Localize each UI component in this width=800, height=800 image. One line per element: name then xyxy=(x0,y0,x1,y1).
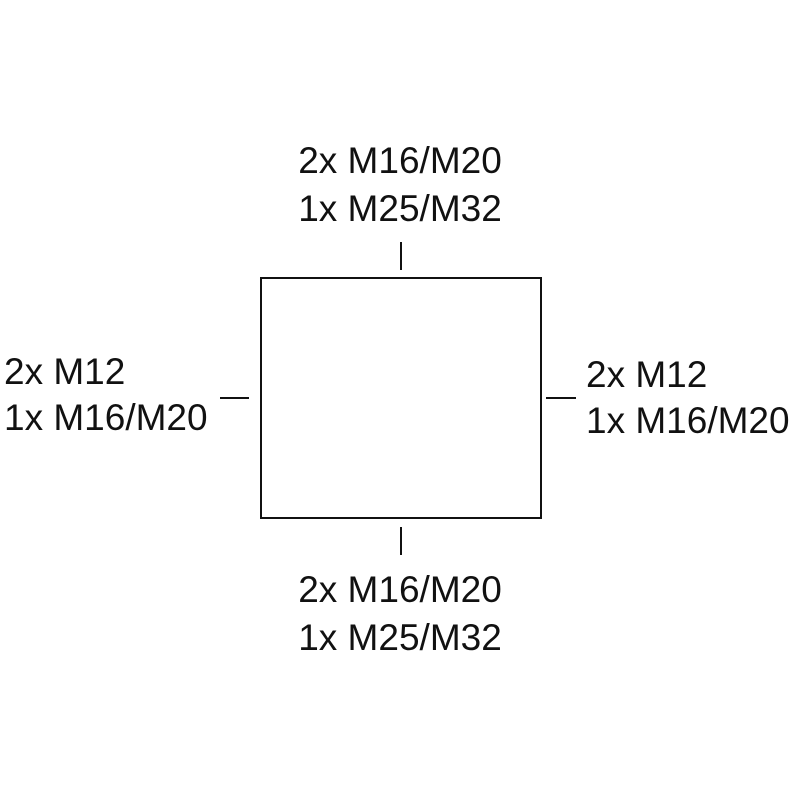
enclosure-box xyxy=(260,277,542,519)
right-entry-label-line-1: 2x M12 xyxy=(586,354,707,395)
top-entry-label-line-1: 2x M16/M20 xyxy=(298,140,502,181)
top-entry-label-line-2: 1x M25/M32 xyxy=(298,188,502,229)
right-entry-label-line-2: 1x M16/M20 xyxy=(586,400,790,441)
left-entry-label-line-1: 2x M12 xyxy=(4,351,125,392)
bottom-entry-label-line-1: 2x M16/M20 xyxy=(298,569,502,610)
bottom-entry-label-line-2: 1x M25/M32 xyxy=(298,617,502,658)
left-entry-label-line-2: 1x M16/M20 xyxy=(4,397,208,438)
